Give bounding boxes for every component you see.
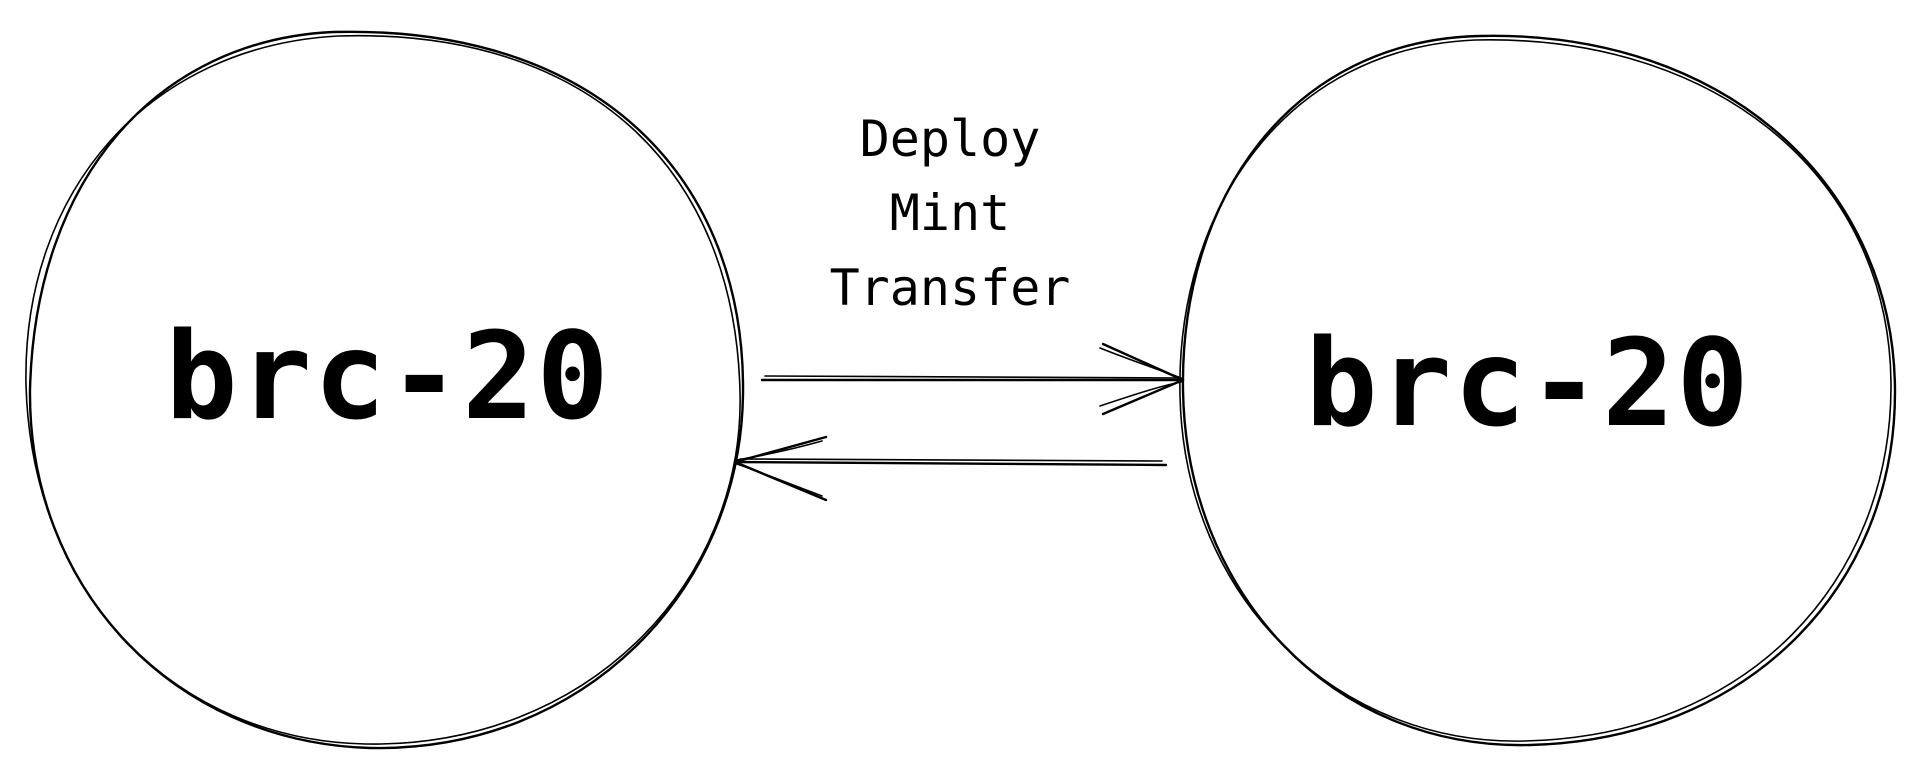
edge-label-mint: Mint — [890, 184, 1010, 242]
node-right[interactable]: brc-20 — [1179, 34, 1897, 747]
arrowhead-left-icon — [733, 435, 828, 502]
arrowhead-right-icon — [1101, 342, 1185, 416]
node-left-label: brc-20 — [165, 308, 610, 447]
node-left-circle-sketch — [25, 34, 741, 745]
edge-label-transfer: Transfer — [830, 259, 1071, 317]
edge-left-to-right-shaft-sketch — [764, 375, 1181, 379]
edge-label-group: Deploy Mint Transfer — [830, 110, 1071, 317]
arrowhead-left-sketch — [736, 440, 823, 497]
node-right-label: brc-20 — [1305, 315, 1750, 454]
edge-right-to-left-shaft-sketch — [739, 458, 1163, 462]
arrowhead-right-sketch — [1099, 347, 1182, 407]
edge-right-to-left-shaft — [733, 460, 1168, 467]
node-right-circle-sketch — [1179, 39, 1892, 742]
edge-label-deploy: Deploy — [860, 110, 1041, 168]
node-left-circle — [28, 30, 745, 750]
node-left[interactable]: brc-20 — [25, 30, 745, 750]
edge-left-to-right[interactable] — [760, 342, 1185, 416]
node-right-circle — [1181, 34, 1897, 747]
edge-right-to-left[interactable] — [733, 435, 1168, 502]
